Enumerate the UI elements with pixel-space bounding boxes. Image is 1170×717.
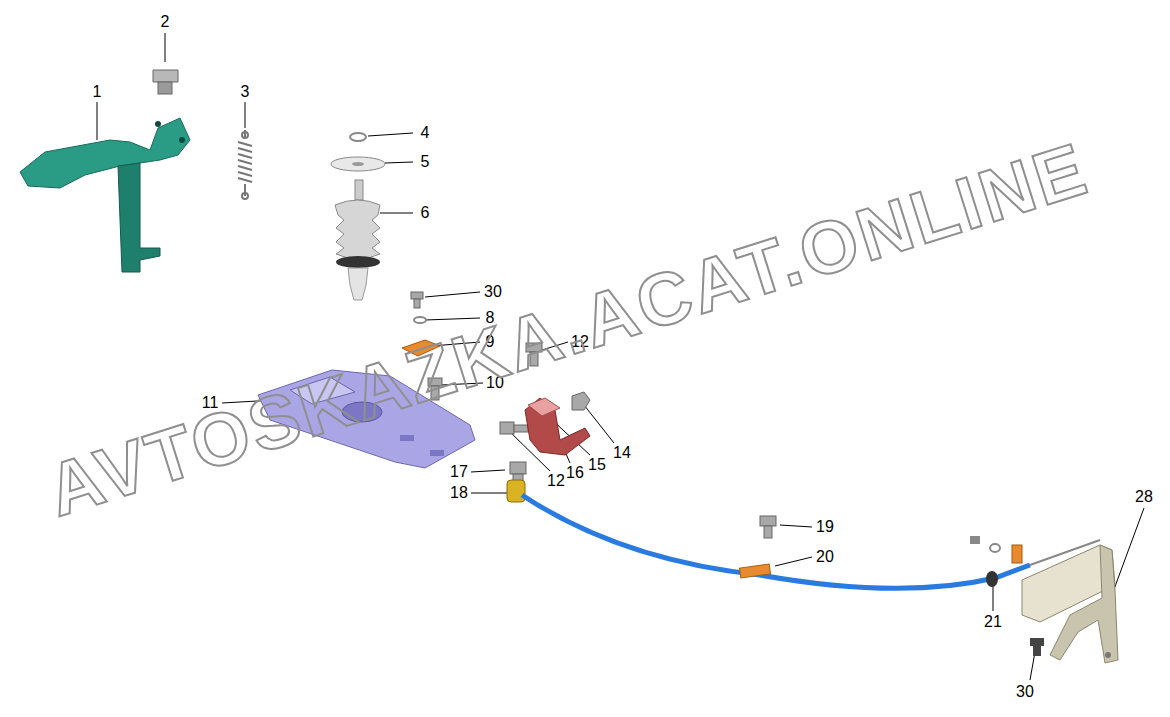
callout-number: 4	[421, 125, 430, 141]
callout-number: 5	[421, 154, 430, 170]
cable	[522, 495, 1030, 588]
washer	[331, 157, 385, 171]
bellows	[335, 180, 380, 300]
lock-ring	[350, 133, 366, 141]
cable-clip	[739, 564, 770, 578]
callout-number: 19	[816, 519, 834, 535]
leader-lines	[97, 33, 1144, 680]
callout-number: 6	[421, 205, 430, 221]
callout-number: 28	[1135, 489, 1153, 505]
bolt	[153, 70, 178, 94]
callout-number: 30	[1016, 684, 1034, 700]
callout-number: 15	[588, 457, 606, 473]
callout-number: 17	[450, 464, 468, 480]
callout-number: 12	[547, 473, 565, 489]
callout-number: 16	[566, 465, 584, 481]
callout-number: 14	[613, 445, 631, 461]
callout-number: 21	[984, 614, 1002, 630]
pedal-bracket	[20, 118, 190, 272]
callout-number: 30	[484, 284, 502, 300]
callout-number: 3	[241, 84, 250, 100]
bolt	[1030, 638, 1044, 656]
cable-bracket	[525, 398, 590, 455]
grommet	[986, 571, 998, 587]
mounting-bracket	[1022, 545, 1118, 663]
spring	[238, 130, 252, 199]
callout-number: 2	[161, 14, 170, 30]
callout-number: 20	[816, 549, 834, 565]
callout-number: 1	[93, 84, 102, 100]
cable-fitting	[507, 480, 525, 502]
callout-number: 18	[450, 485, 468, 501]
